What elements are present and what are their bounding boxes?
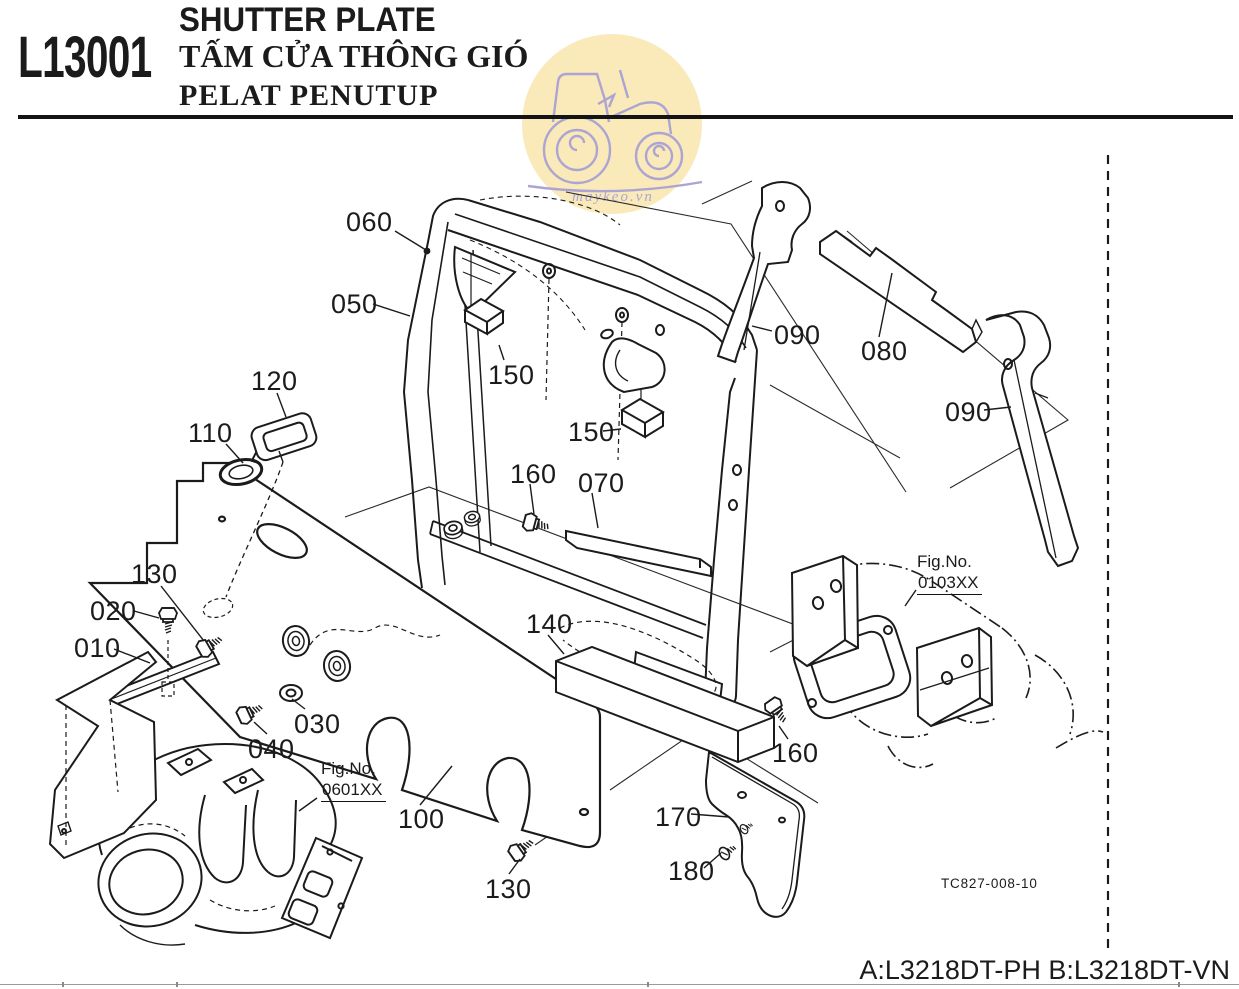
bottom-rule-tick [176, 982, 178, 987]
fig-ref-number: 0103XX [917, 572, 982, 595]
part-number-label: 030 [294, 709, 341, 739]
rear-plate-100 [87, 461, 717, 849]
bracket-010 [48, 640, 221, 860]
page-title-english: SHUTTER PLATE [179, 1, 436, 39]
fig-ref-prefix: Fig.No. [917, 552, 972, 571]
part-number-label: 130 [131, 559, 178, 589]
page-title-indonesian: PELAT PENUTUP [179, 79, 439, 112]
part-number-label: 020 [90, 596, 137, 626]
part-number-label: 150 [488, 360, 535, 390]
part-number-label: 160 [510, 459, 557, 489]
part-number-label: 050 [331, 289, 378, 319]
fig-ref-0601: Fig.No. 0601XX [321, 758, 386, 802]
bottom-rule-tick [647, 982, 649, 987]
part-number-label: 110 [188, 418, 233, 448]
fig-ref-number: 0601XX [321, 779, 386, 802]
leader-lines [113, 230, 1012, 875]
part-number-label: 100 [398, 804, 445, 834]
bottom-rule-tick [62, 982, 64, 987]
part-number-label: 170 [655, 802, 702, 832]
section-code: L13001 [18, 25, 152, 90]
part-number-label: 060 [346, 207, 393, 237]
watermark-site-text: maykeo.vn [572, 189, 654, 205]
strips-080-090 [716, 181, 1080, 568]
small-parts [158, 297, 793, 865]
part-number-label: 180 [668, 856, 715, 886]
part-number-label: 070 [578, 468, 625, 498]
part-number-label: 090 [945, 397, 992, 427]
header-rule [18, 115, 1233, 119]
corner-panel-170 [704, 750, 806, 918]
page-title-vietnamese: TẤM CỬA THÔNG GIÓ [179, 38, 529, 74]
part-number-label: 090 [774, 320, 821, 350]
part-number-label: 010 [74, 633, 121, 663]
fig-ref-prefix: Fig.No. [321, 759, 376, 778]
fig-ref-0103: Fig.No. 0103XX [917, 551, 982, 595]
leader-dot [423, 247, 431, 255]
manifold-fig-0601 [97, 742, 364, 946]
part-number-label: 130 [485, 874, 532, 904]
bottom-rule [0, 984, 1239, 986]
part-number-label: 120 [251, 366, 298, 396]
part-number-label: 080 [861, 336, 908, 366]
part-number-label: 140 [526, 609, 573, 639]
part-number-label: 160 [772, 738, 819, 768]
watermark: maykeo.vn [522, 34, 703, 214]
tractor-logo-icon [527, 69, 703, 193]
model-applicability: A:L3218DT-PH B:L3218DT-VN [859, 955, 1230, 985]
part-number-label: 150 [568, 417, 615, 447]
engine-fig-0103 [790, 554, 1104, 769]
drawing-code: TC827-008-10 [941, 876, 1038, 891]
part-number-label: 040 [248, 734, 295, 764]
bottom-rule-tick [1178, 982, 1180, 987]
